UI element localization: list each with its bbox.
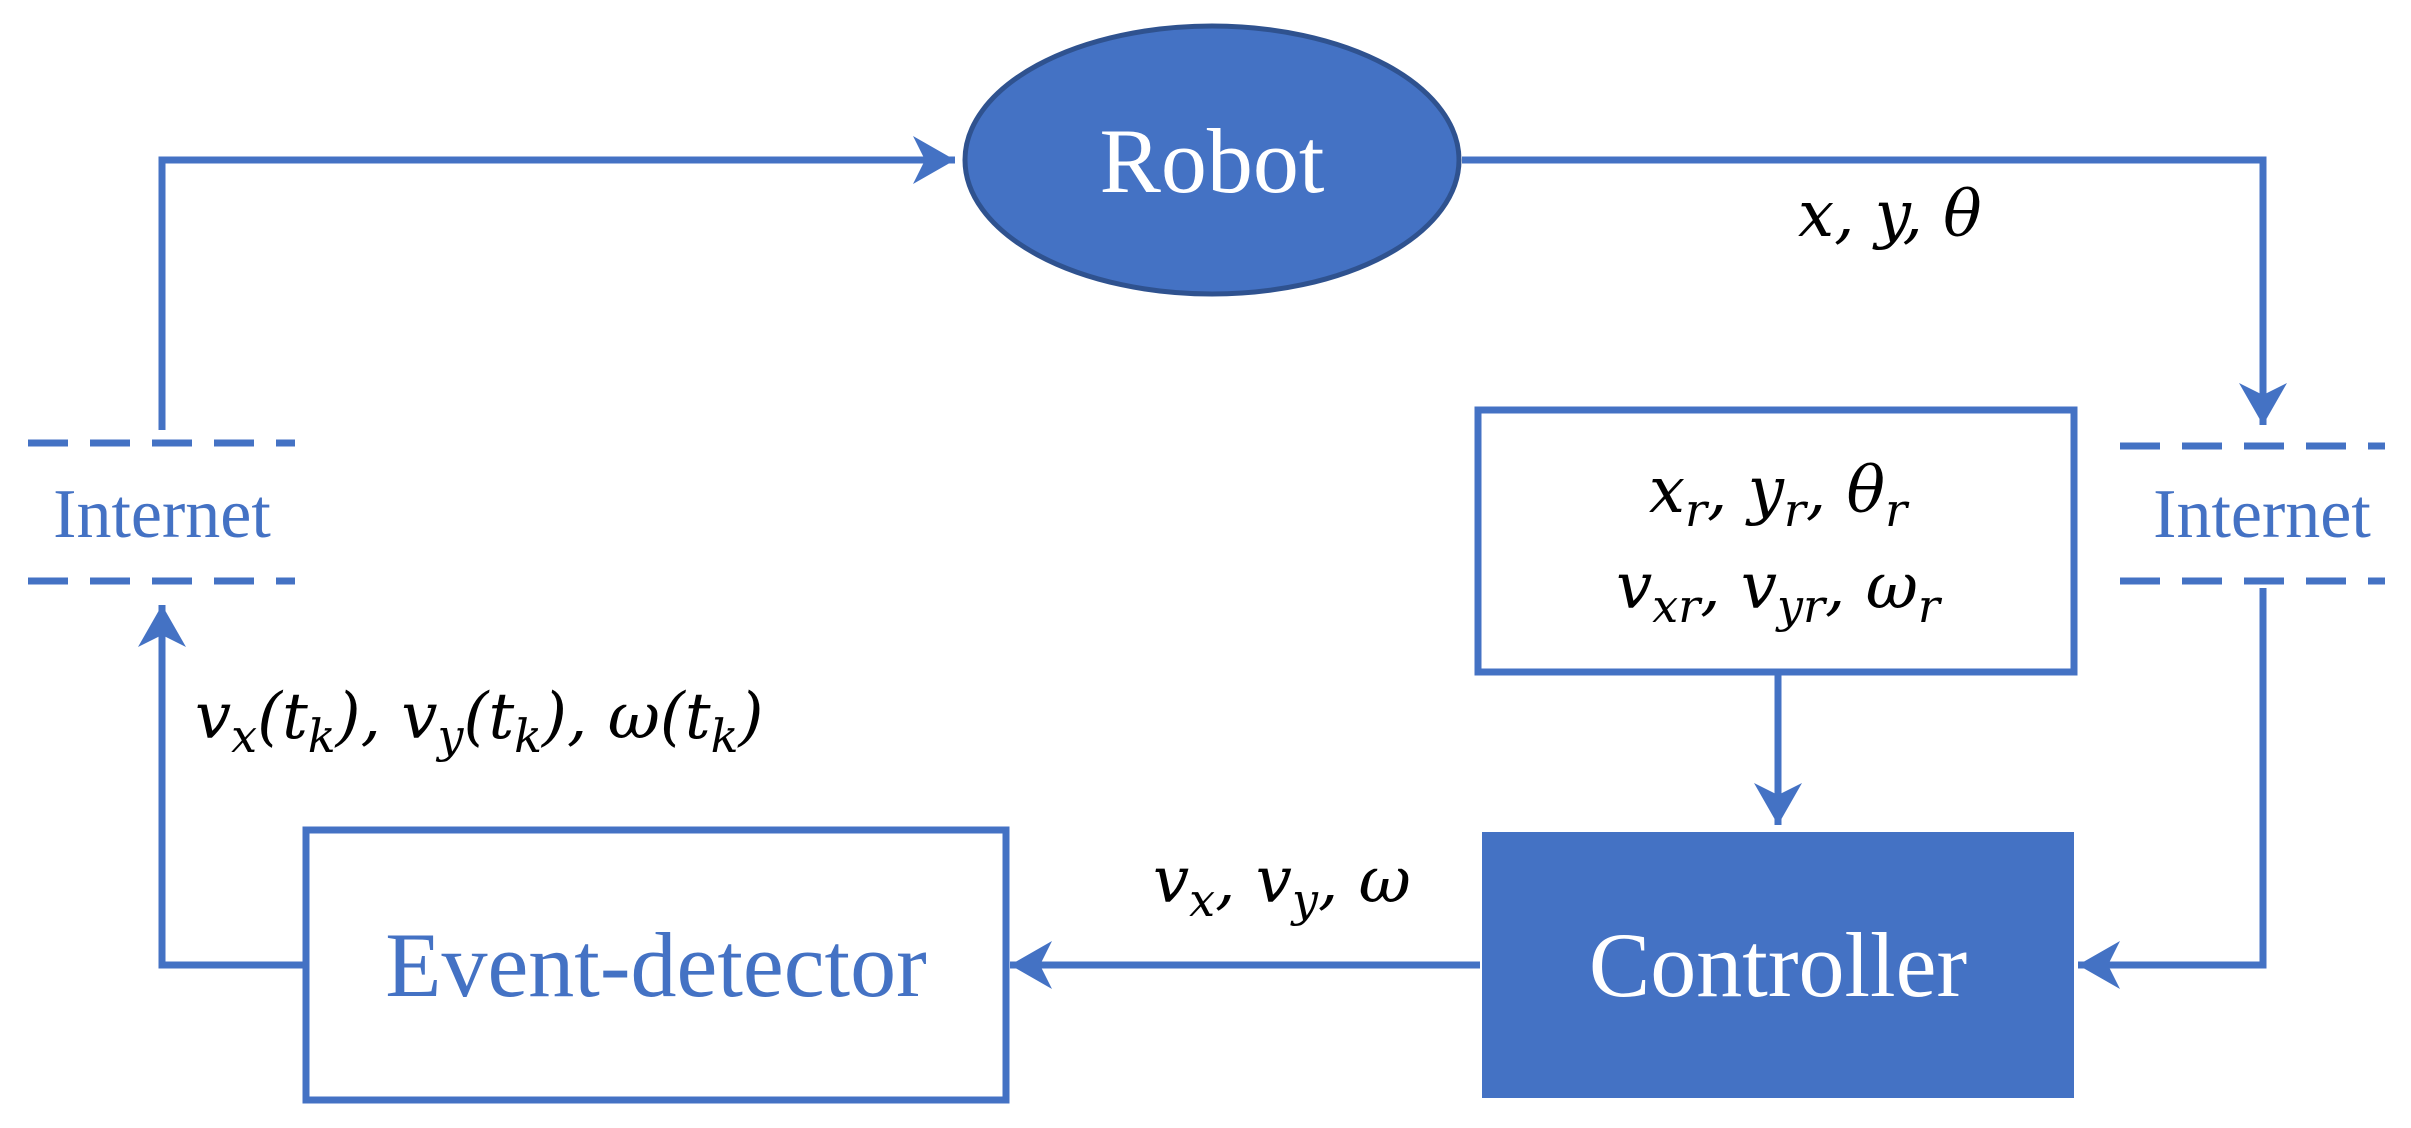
robot-state-label: x, y, θ (1798, 178, 1982, 252)
reference-node: xr, yr, θr vxr, vyr, ωr (1474, 406, 2078, 676)
event-detector-box (302, 826, 1010, 1104)
event-detector-node: Event-detector (302, 826, 1010, 1104)
robot-label: Robot (1100, 110, 1325, 212)
internet-right-label: Internet (2153, 476, 2371, 553)
internet-left-label: Internet (53, 476, 271, 553)
controller-output-label: vx, vy, ω (1153, 844, 1411, 927)
arrow-left-internet-to-robot (158, 136, 955, 430)
arrow-event-detector-to-left-internet (138, 605, 305, 969)
controller-label: Controller (1589, 914, 1967, 1016)
controller-node: Controller (1482, 832, 2074, 1098)
event-output-label: vx(tk), vy(tk), ω(tk) (195, 680, 763, 763)
reference-box (1474, 406, 2078, 676)
robot-ellipse (962, 23, 1462, 297)
reference-line-1: xr, yr, θr (1649, 454, 1910, 537)
internet-right-node (2120, 442, 2385, 585)
arrow-right-internet-to-controller (2078, 588, 2267, 989)
robot-node: Robot (962, 23, 1462, 297)
event-detector-label: Event-detector (385, 914, 927, 1016)
internet-left-node (28, 439, 295, 585)
arrow-robot-to-right-internet (1462, 156, 2287, 425)
controller-box (1482, 832, 2074, 1098)
connectors (138, 136, 2287, 989)
reference-line-2: vxr, vyr, ωr (1616, 550, 1943, 633)
